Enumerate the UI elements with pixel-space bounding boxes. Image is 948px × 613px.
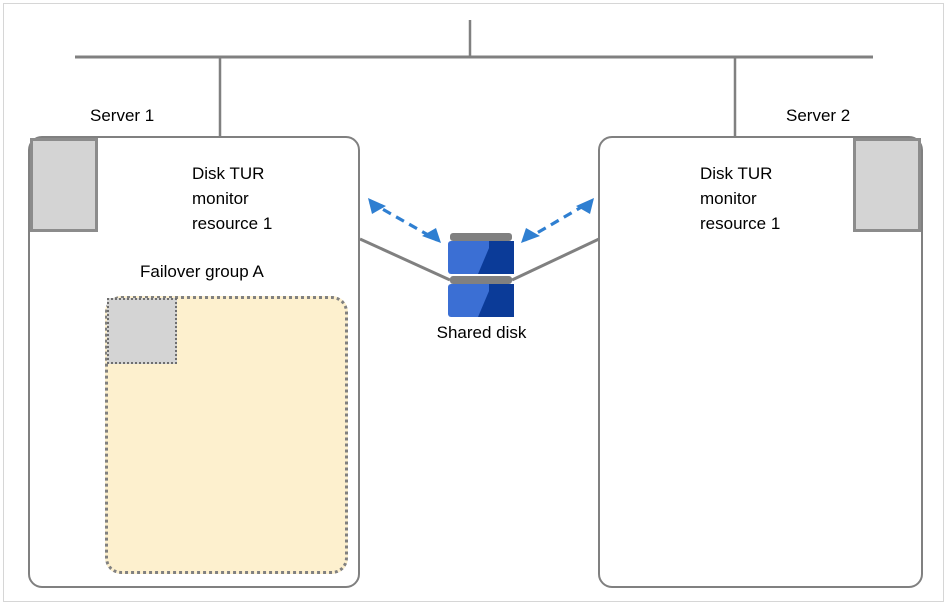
failover-group-label: Failover group A bbox=[140, 262, 264, 281]
server-computer-icon-frame bbox=[30, 138, 98, 232]
failover-group-icon-frame bbox=[107, 298, 177, 364]
shared-disk-icon bbox=[448, 233, 514, 317]
server-1-label: Server 1 bbox=[90, 106, 155, 125]
monitor-arrow-left bbox=[368, 198, 441, 243]
network-bus-line bbox=[75, 20, 873, 138]
server-2-monitor-resource: Disk TUR monitor resource 1 bbox=[632, 160, 780, 236]
server-2-label: Server 2 bbox=[786, 106, 851, 125]
monitor-resource-label: Disk TUR monitor resource 1 bbox=[700, 164, 781, 233]
monitor-arrow-right bbox=[521, 198, 594, 243]
server-1-monitor-resource: Disk TUR monitor resource 1 bbox=[124, 160, 272, 236]
disk-tur-monitor-resource-icon-slot bbox=[124, 160, 174, 210]
shared-disk-connector-lines bbox=[359, 237, 600, 282]
monitor-resource-label: Disk TUR monitor resource 1 bbox=[192, 164, 273, 233]
shared-disk-label: Shared disk bbox=[436, 323, 527, 342]
server-computer-icon-frame bbox=[853, 138, 921, 232]
disk-tur-monitor-resource-icon-slot bbox=[632, 160, 682, 210]
page-frame bbox=[3, 3, 944, 602]
